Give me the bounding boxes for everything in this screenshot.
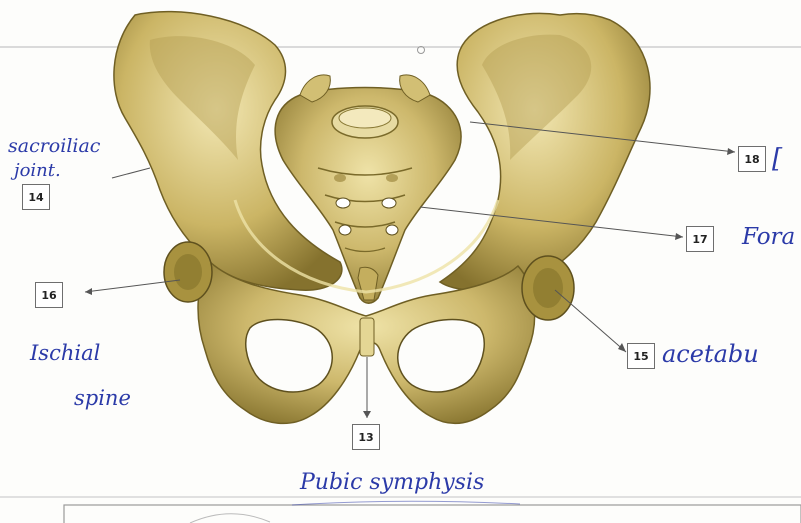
sacral-foramen [336,198,350,208]
leader-15 [555,290,626,352]
label-box-13: 13 [352,424,380,450]
leader-16 [85,280,180,292]
answer-15: acetabu [662,342,759,366]
answer-14-line1: sacroiliac [8,137,100,156]
answer-18: [ [772,146,782,172]
answer-13: Pubic symphysis [300,472,484,494]
page-rule-hole [418,47,425,54]
pubic-symphysis [360,318,374,356]
sacral-foramen [382,198,396,208]
label-box-16: 16 [35,282,63,308]
sacral-foramen [386,225,398,235]
sacral-foramen [339,225,351,235]
label-box-14: 14 [22,184,50,210]
answer-17: Fora [742,226,795,249]
answer-16-line1: Ischial [30,343,100,364]
answer-14-line2: joint. [14,162,61,180]
leader-14 [112,168,150,178]
bottom-panel-edge [64,505,801,523]
answer-16-line2: spine [74,388,131,409]
label-box-15: 15 [627,343,655,369]
label-box-17: 17 [686,226,714,252]
label-box-18: 18 [738,146,766,172]
sacral-body-top [339,108,391,128]
bottom-panel-sketch [190,514,270,523]
